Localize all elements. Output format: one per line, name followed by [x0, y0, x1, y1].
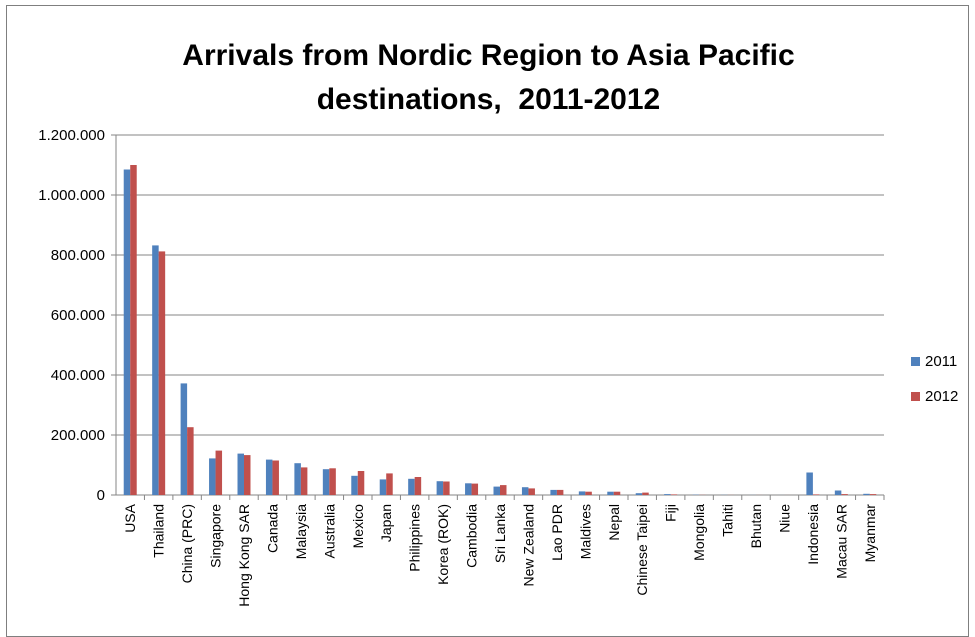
bar-2011 — [180, 383, 188, 495]
x-tick-label: Mexico — [350, 504, 366, 549]
bar-2011 — [521, 487, 529, 495]
x-tick-label: Tahiti — [720, 504, 736, 537]
x-tick-label: Chinese Taipei — [634, 504, 650, 596]
y-tick-label: 800.000 — [51, 247, 105, 264]
bar-2012 — [869, 494, 877, 495]
y-tick-label: 400.000 — [51, 367, 105, 384]
bar-2012 — [300, 467, 308, 495]
bar-2012 — [471, 483, 479, 495]
bar-2012 — [244, 455, 251, 495]
bar-2011 — [834, 490, 842, 495]
bar-2012 — [130, 165, 137, 495]
x-tick-label: Korea (ROK) — [435, 504, 451, 585]
y-tick-label: 1.200.000 — [38, 127, 105, 144]
bar-2012 — [585, 491, 592, 495]
bar-2012 — [357, 471, 365, 495]
chart-title-line-1: Arrivals from Nordic Region to Asia Paci… — [182, 39, 795, 72]
bar-2011 — [237, 453, 244, 495]
x-tick-label: Macau SAR — [833, 504, 849, 579]
bar-2012 — [386, 473, 393, 495]
bar-2011 — [351, 475, 358, 495]
x-tick-label: Fiji — [663, 504, 679, 522]
bar-2011 — [322, 469, 330, 495]
x-tick-label: Bhutan — [748, 504, 764, 548]
bar-2012 — [272, 460, 279, 495]
bar-2011 — [607, 491, 614, 495]
bar-2012 — [500, 485, 507, 495]
x-tick-label: New Zealand — [520, 504, 536, 587]
bar-2011 — [635, 493, 643, 495]
bar-2012 — [841, 494, 848, 495]
x-tick-label: Niue — [776, 504, 792, 533]
x-tick-label: Canada — [264, 504, 280, 553]
legend-swatch-2012 — [911, 392, 920, 401]
x-tick-label: Nepal — [606, 504, 622, 541]
bar-2011 — [123, 169, 131, 495]
bar-2011 — [379, 479, 387, 495]
chart-title: Arrivals from Nordic Region to Asia Paci… — [7, 34, 970, 122]
bar-2012 — [528, 488, 535, 495]
y-tick-label: 200.000 — [51, 427, 105, 444]
bar-2011 — [863, 493, 870, 495]
x-tick-label: Malaysia — [293, 504, 309, 559]
x-tick-label: Hong Kong SAR — [236, 504, 252, 607]
x-tick-label: USA — [122, 503, 138, 532]
bar-2012 — [443, 481, 450, 495]
y-tick-label: 600.000 — [51, 307, 105, 324]
y-tick-label: 0 — [97, 487, 105, 504]
x-tick-label: Australia — [321, 504, 337, 559]
x-tick-label: Myanmar — [862, 504, 878, 563]
bar-2011 — [664, 494, 671, 495]
bar-2011 — [436, 481, 444, 495]
bar-2012 — [670, 494, 678, 495]
bar-2012 — [642, 492, 649, 495]
x-tick-label: Cambodia — [464, 504, 480, 568]
bar-2012 — [329, 468, 336, 495]
chart-area: Arrivals from Nordic Region to Asia Paci… — [6, 5, 969, 637]
x-tick-label: Japan — [378, 504, 394, 542]
bar-2012 — [215, 450, 223, 495]
chart-title-line-2: destinations, 2011-2012 — [316, 83, 661, 116]
bar-2011 — [550, 489, 557, 495]
x-tick-label: Singapore — [208, 504, 224, 568]
x-tick-label: Sri Lanka — [492, 504, 508, 563]
x-tick-label: Mongolia — [691, 504, 707, 561]
x-tick-label: Lao PDR — [549, 504, 565, 561]
bar-2011 — [209, 458, 216, 495]
bar-2012 — [187, 427, 194, 495]
bar-2011 — [294, 463, 301, 495]
bar-2011 — [265, 459, 273, 495]
y-tick-label: 1.000.000 — [38, 187, 105, 204]
x-tick-label: Philippines — [407, 504, 423, 572]
bar-2011 — [465, 483, 472, 495]
legend-label-2011: 2011 — [925, 353, 957, 370]
bar-2011 — [578, 491, 586, 495]
bar-2012 — [812, 494, 820, 495]
bar-2011 — [493, 486, 500, 495]
bar-2012 — [556, 489, 564, 495]
bar-2011 — [806, 472, 813, 495]
x-tick-label: Maldives — [577, 504, 593, 559]
bar-2011 — [152, 245, 159, 495]
bar-2012 — [158, 251, 166, 495]
x-tick-label: Indonesia — [805, 504, 821, 565]
legend-label-2012: 2012 — [925, 388, 958, 405]
legend-swatch-2011 — [911, 357, 920, 366]
x-tick-label: Thailand — [151, 504, 167, 558]
bar-2012 — [613, 491, 621, 495]
bar-2012 — [414, 477, 422, 495]
bar-2011 — [408, 478, 415, 495]
x-tick-label: China (PRC) — [179, 504, 195, 583]
